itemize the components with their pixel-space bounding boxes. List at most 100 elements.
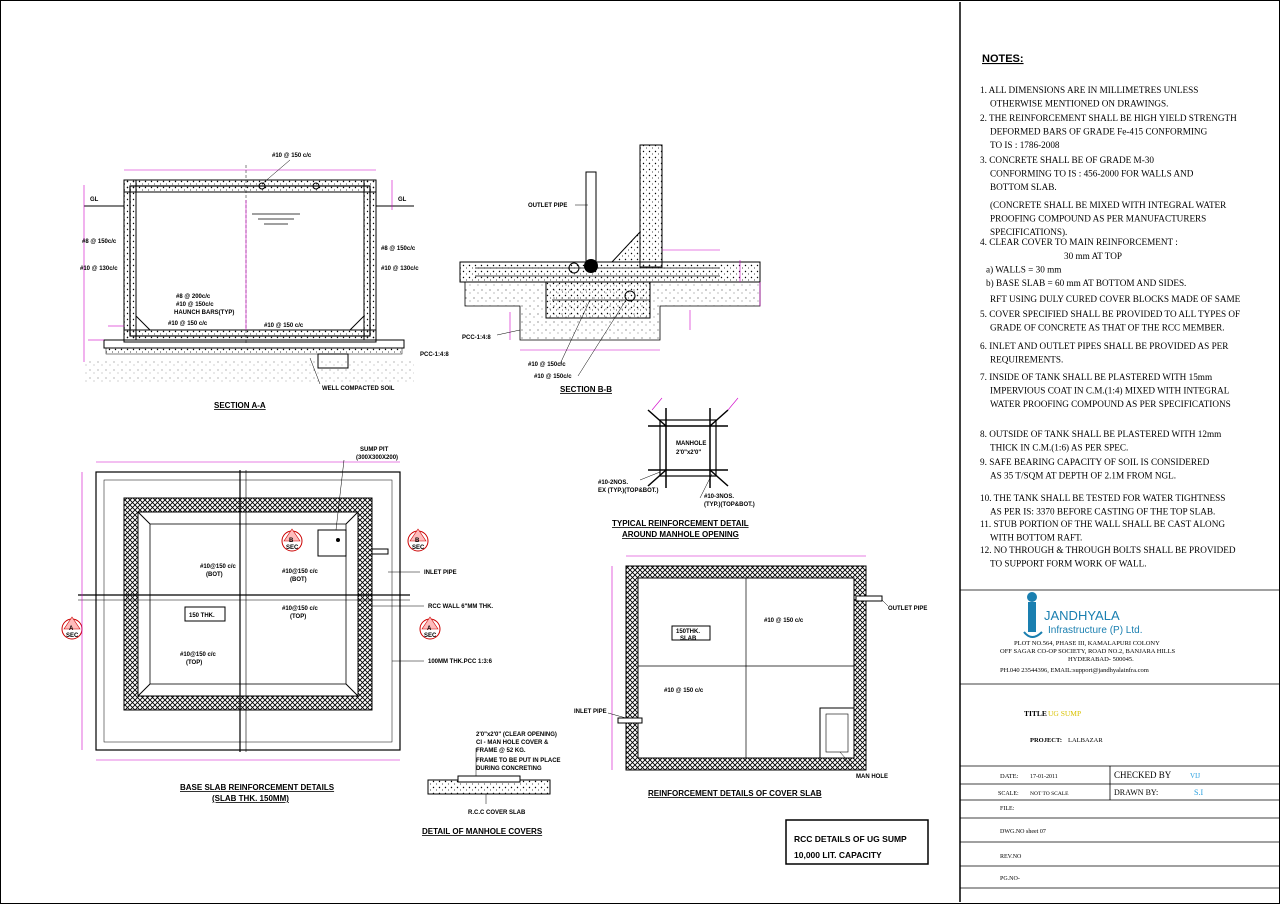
section-bb: [459, 144, 761, 377]
checked-label: CHECKED BY: [1114, 770, 1172, 780]
notes-list: 1. ALL DIMENSIONS ARE IN MILLIMETRES UNL…: [980, 85, 1241, 569]
note-11-line-2: THICK IN C.M.(1:6) AS PER SPEC.: [990, 443, 1128, 453]
note-10-line-2: IMPERVIOUS COAT IN C.M.(1:4) MIXED WITH …: [990, 386, 1230, 396]
aa-gl-left: GL: [90, 197, 99, 203]
mh-cover-6: R.C.C COVER SLAB: [468, 810, 526, 816]
note-6-line-2: a) WALLS = 30 mm: [986, 265, 1061, 275]
cover-thk-1: 150THK.: [676, 629, 700, 635]
base-thk: 150 THK.: [189, 613, 215, 619]
note-5-line-1: 4. CLEAR COVER TO MAIN REINFORCEMENT :: [980, 237, 1178, 247]
title-block: [960, 683, 1280, 889]
note-3-line-3: BOTTOM SLAB.: [990, 182, 1057, 192]
base-bar-1b: (BOT): [206, 572, 223, 578]
note-13-line-1: 10. THE TANK SHALL BE TESTED FOR WATER T…: [980, 493, 1225, 503]
aa-right-bar-2: #10 @ 130c/c: [381, 266, 419, 272]
note-6-line-1: 30 mm AT TOP: [1064, 251, 1122, 261]
company-name: JANDHYALA: [1044, 608, 1120, 623]
note-7-line-1: RFT USING DULY CURED COVER BLOCKS MADE O…: [990, 294, 1241, 304]
notes-heading: NOTES:: [982, 53, 1024, 65]
section-aa-caption: SECTION A-A: [214, 401, 266, 410]
base-slab-plan: [61, 459, 441, 761]
mh-cover-4: FRAME TO BE PUT IN PLACE: [476, 758, 561, 764]
base-sec-b-2-letter: B: [415, 538, 420, 544]
base-inlet: INLET PIPE: [424, 570, 457, 576]
cover-outlet: OUTLET PIPE: [888, 606, 927, 612]
base-sump-pit-2: (300X300X200): [356, 455, 398, 461]
aa-haunch-1: #8 @ 200c/c: [176, 294, 211, 300]
base-slab-caption-1: BASE SLAB REINFORCEMENT DETAILS: [180, 783, 335, 792]
note-1-line-1: 1. ALL DIMENSIONS ARE IN MILLIMETRES UNL…: [980, 85, 1198, 95]
stamp-box: [785, 819, 929, 865]
base-pcc: 100MM THK.PCC 1:3:6: [428, 659, 493, 665]
rev-label: REV.NO: [1000, 854, 1022, 860]
cover-bar-2: #10 @ 150 c/c: [664, 688, 704, 694]
note-2-line-2: DEFORMED BARS OF GRADE Fe-415 CONFORMING: [990, 127, 1208, 137]
company-addr-1: PLOT NO.564, PHASE III, KAMALAPURI COLON…: [1014, 640, 1160, 647]
company-addr-3: HYDERABAD- 500045.: [1068, 656, 1134, 663]
note-13-line-2: AS PER IS: 3370 BEFORE CASTING OF THE TO…: [990, 507, 1215, 517]
stamp-line-1: RCC DETAILS OF UG SUMP: [794, 834, 907, 844]
title-value: UG SUMP: [1048, 709, 1081, 718]
bb-bar-1: #10 @ 150c/c: [528, 362, 566, 368]
aa-right-bar-1: #8 @ 150c/c: [381, 246, 416, 252]
aa-haunch-2: #10 @ 150c/c: [176, 302, 214, 308]
company-logo: [1023, 592, 1043, 638]
base-sump-pit-1: SUMP PIT: [360, 447, 389, 453]
note-2-line-1: 2. THE REINFORCEMENT SHALL BE HIGH YIELD…: [980, 113, 1237, 123]
base-bar-3b: (TOP): [290, 614, 306, 620]
aa-haunch-4: #10 @ 150 c/c: [168, 321, 208, 327]
mh-cover-5: DURING CONCRETING: [476, 766, 542, 772]
dwg-label: DWG.NO sheet 07: [1000, 829, 1046, 835]
manhole-bar-left-1: #10-2NOS.: [598, 480, 628, 486]
base-sec-b-2-word: SEC: [412, 545, 425, 551]
base-sec-a-2-word: SEC: [424, 633, 437, 639]
manhole-bar-right-1: #10-3NOS.: [704, 494, 734, 500]
note-15-line-2: TO SUPPORT FORM WORK OF WALL.: [990, 559, 1147, 569]
manhole-cover-caption: DETAIL OF MANHOLE COVERS: [422, 827, 543, 836]
note-14-line-1: 11. STUB PORTION OF THE WALL SHALL BE CA…: [980, 519, 1225, 529]
manhole-hole-label-1: MANHOLE: [676, 441, 706, 447]
checked-value: VIJ: [1190, 772, 1200, 780]
base-bar-3: #10@150 c/c: [282, 606, 319, 612]
project-label: PROJECT:: [1030, 737, 1062, 744]
note-3-line-1: 3. CONCRETE SHALL BE OF GRADE M-30: [980, 155, 1154, 165]
aa-soil-label: WELL COMPACTED SOIL: [322, 386, 395, 392]
mh-cover-3: FRAME @ 52 KG.: [476, 748, 526, 754]
note-10-line-1: 7. INSIDE OF TANK SHALL BE PLASTERED WIT…: [980, 372, 1212, 382]
aa-pcc-label: PCC-1:4:8: [420, 352, 449, 358]
manhole-opening-detail: [639, 397, 739, 499]
note-11-line-1: 8. OUTSIDE OF TANK SHALL BE PLASTERED WI…: [980, 429, 1221, 439]
company-subtitle: Infrastructure (P) Ltd.: [1048, 625, 1142, 636]
base-sec-b-1-word: SEC: [286, 545, 299, 551]
manhole-detail-caption-1: TYPICAL REINFORCEMENT DETAIL: [612, 519, 749, 528]
cover-slab-caption: REINFORCEMENT DETAILS OF COVER SLAB: [648, 789, 822, 798]
cover-manhole: MAN HOLE: [856, 774, 888, 780]
base-sec-a-1-word: SEC: [66, 633, 79, 639]
note-8-line-1: 5. COVER SPECIFIED SHALL BE PROVIDED TO …: [980, 309, 1240, 319]
cover-bar-1: #10 @ 150 c/c: [764, 618, 804, 624]
manhole-detail-caption-2: AROUND MANHOLE OPENING: [622, 530, 739, 539]
note-10-line-3: WATER PROOFING COMPOUND AS PER SPECIFICA…: [990, 399, 1231, 409]
note-2-line-3: TO IS : 1786-2008: [990, 140, 1060, 150]
note-4-line-2: PROOFING COMPOUND AS PER MANUFACTURERS: [990, 214, 1206, 224]
aa-haunch-3: HAUNCH BARS(TYP): [174, 310, 234, 316]
cover-thk-2: SLAB: [680, 636, 697, 642]
company-addr-2: OFF SAGAR CO-OP SOCIETY, ROAD NO.2, BANJ…: [1000, 648, 1176, 655]
bb-outlet-label: OUTLET PIPE: [528, 203, 567, 209]
base-bar-4b: (TOP): [186, 660, 202, 666]
section-aa: [83, 159, 414, 385]
aa-left-bar-2: #10 @ 130c/c: [80, 266, 118, 272]
bb-bar-2: #10 @ 150c/c: [534, 374, 572, 380]
note-9-line-1: 6. INLET AND OUTLET PIPES SHALL BE PROVI…: [980, 341, 1229, 351]
aa-bottom-label: #10 @ 150 c/c: [264, 323, 304, 329]
company-addr-4: PH.040 23544396, EMAIL:support@jandhyala…: [1000, 667, 1149, 674]
base-bar-2: #10@150 c/c: [282, 569, 319, 575]
note-8-line-2: GRADE OF CONCRETE AS THAT OF THE RCC MEM…: [990, 323, 1225, 333]
note-9-line-2: REQUIREMENTS.: [990, 355, 1063, 365]
base-bar-4: #10@150 c/c: [180, 652, 217, 658]
note-14-line-2: WITH BOTTOM RAFT.: [990, 533, 1082, 543]
project-value: LALBAZAR: [1068, 737, 1103, 744]
aa-gl-right: GL: [398, 197, 407, 203]
aa-top-label: #10 @ 150 c/c: [272, 153, 312, 159]
